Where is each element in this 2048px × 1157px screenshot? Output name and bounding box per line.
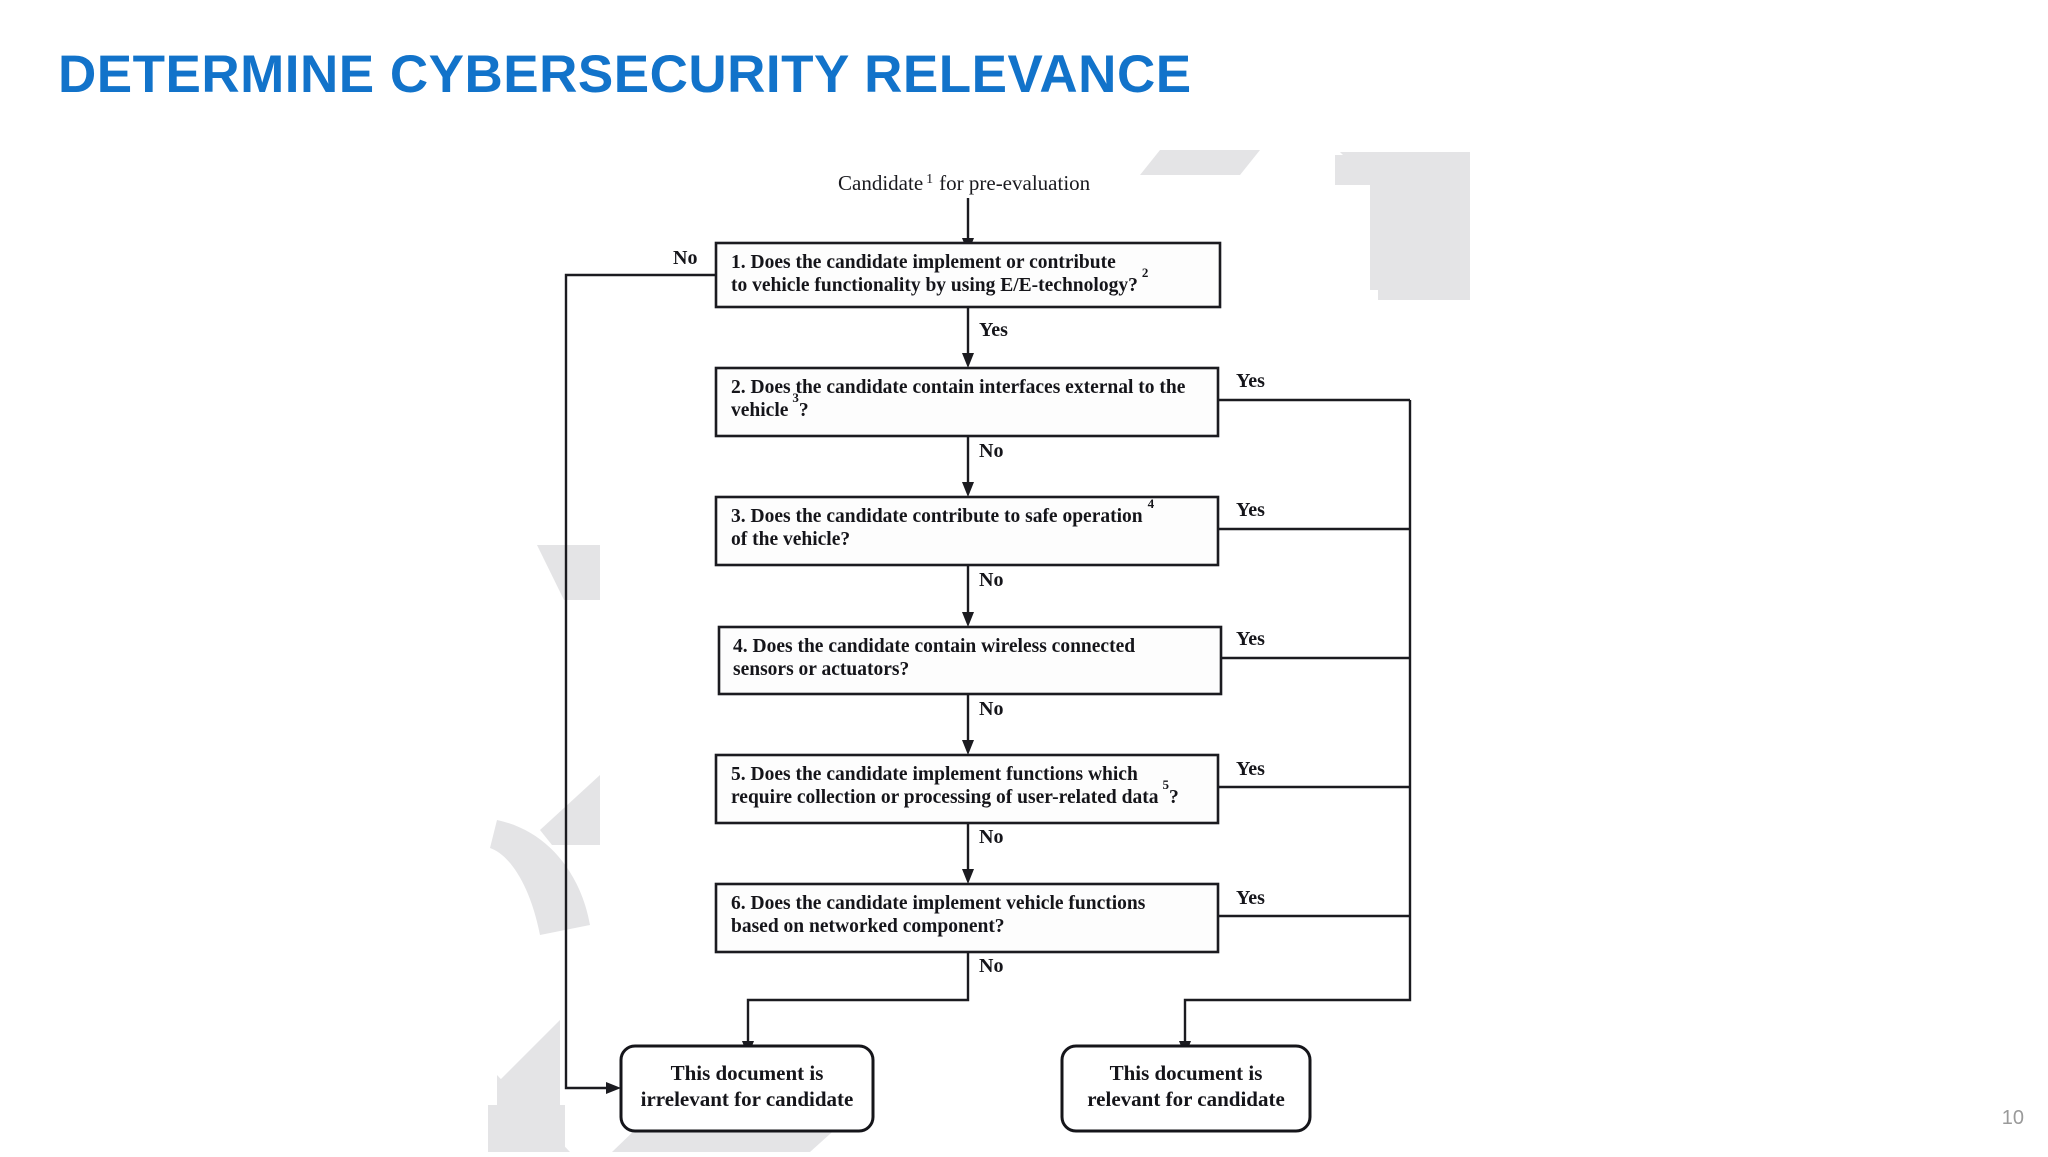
q6-line1: 6. Does the candidate implement vehicle … bbox=[731, 893, 1146, 914]
flowchart-node-q6[interactable]: 6. Does the candidate implement vehicle … bbox=[714, 882, 1220, 954]
arrowhead-q1-no-to-irrelevant bbox=[606, 1082, 621, 1094]
q1-superscript: 2 bbox=[1142, 265, 1149, 280]
q3-line2: of the vehicle? bbox=[731, 529, 850, 550]
q1-line2-text: to vehicle functionality by using E/E-te… bbox=[731, 275, 1138, 296]
start-label-text: Candidate bbox=[838, 171, 923, 195]
flowchart-node-q2[interactable]: 2. Does the candidate contain interfaces… bbox=[714, 366, 1220, 438]
q4-line2: sensors or actuators? bbox=[733, 659, 909, 680]
flowchart-node-q5[interactable]: 5. Does the candidate implement function… bbox=[714, 753, 1220, 825]
edge-label-q5-no: No bbox=[979, 826, 1003, 848]
q4-line1: 4. Does the candidate contain wireless c… bbox=[733, 636, 1135, 657]
relevant-line1: This document is bbox=[1110, 1061, 1263, 1085]
edge-label-q6-no: No bbox=[979, 955, 1003, 977]
q2-box[interactable] bbox=[714, 366, 1220, 438]
edge-label-q1-no: No bbox=[673, 247, 697, 269]
flowchart-node-q4[interactable]: 4. Does the candidate contain wireless c… bbox=[717, 625, 1223, 696]
q6-line2: based on networked component? bbox=[731, 916, 1005, 937]
q5-line2: require collection or processing of user… bbox=[731, 777, 1179, 809]
page-number: 10 bbox=[2001, 1107, 2024, 1129]
q4-box[interactable] bbox=[717, 625, 1223, 696]
edge-q1-no-to-irrelevant bbox=[564, 273, 716, 1090]
q2-line1: 2. Does the candidate contain interfaces… bbox=[731, 377, 1186, 398]
q2-superscript: 3 bbox=[792, 390, 799, 405]
arrowhead-q4-no-to-q5 bbox=[962, 740, 974, 755]
q3-box[interactable] bbox=[714, 495, 1220, 567]
q2-line2-tail: ? bbox=[799, 400, 809, 421]
irrelevant-line2: irrelevant for candidate bbox=[641, 1087, 854, 1111]
q1-line1: 1. Does the candidate implement or contr… bbox=[731, 252, 1116, 273]
edge-label-q3-yes: Yes bbox=[1236, 499, 1265, 521]
flowchart-node-relevant[interactable]: This document is relevant for candidate bbox=[1060, 1044, 1312, 1133]
q3-line1: 3. Does the candidate contribute to safe… bbox=[731, 496, 1155, 528]
edge-label-q4-no: No bbox=[979, 698, 1003, 720]
edge-label-q3-no: No bbox=[979, 569, 1003, 591]
q3-superscript: 4 bbox=[1148, 496, 1155, 511]
page-title: DETERMINE CYBERSECURITY RELEVANCE bbox=[58, 45, 1192, 104]
q5-superscript: 5 bbox=[1163, 777, 1170, 792]
start-label-superscript: 1 bbox=[926, 172, 933, 187]
start-label-tail: for pre-evaluation bbox=[939, 171, 1091, 195]
q1-line2: to vehicle functionality by using E/E-te… bbox=[731, 265, 1148, 297]
relevant-line2: relevant for candidate bbox=[1087, 1087, 1285, 1111]
edge-label-q4-yes: Yes bbox=[1236, 628, 1265, 650]
q6-box[interactable] bbox=[714, 882, 1220, 954]
edge-label-q5-yes: Yes bbox=[1236, 758, 1265, 780]
q3-line1-text: 3. Does the candidate contribute to safe… bbox=[731, 506, 1143, 527]
arrowhead-q1-yes-to-q2 bbox=[962, 353, 974, 368]
q1-box[interactable] bbox=[714, 241, 1222, 309]
q2-line2-text: vehicle bbox=[731, 400, 789, 421]
relevant-box[interactable] bbox=[1060, 1044, 1312, 1133]
flowchart-node-q3[interactable]: 3. Does the candidate contribute to safe… bbox=[714, 495, 1220, 567]
edge-label-q2-no: No bbox=[979, 440, 1003, 462]
irrelevant-line1: This document is bbox=[671, 1061, 824, 1085]
q5-line2-text: require collection or processing of user… bbox=[731, 787, 1159, 808]
edge-label-q1-yes: Yes bbox=[979, 319, 1008, 341]
flowchart-node-q1[interactable]: 1. Does the candidate implement or contr… bbox=[714, 241, 1222, 309]
edge-label-q2-yes: Yes bbox=[1236, 370, 1265, 392]
q2-line2: vehicle3? bbox=[731, 390, 809, 422]
edge-q6-no-to-irrelevant bbox=[746, 952, 970, 1044]
q5-line1: 5. Does the candidate implement function… bbox=[731, 764, 1138, 785]
edge-bus-to-relevant bbox=[1183, 400, 1412, 1044]
q5-line2-tail: ? bbox=[1169, 787, 1179, 808]
edge-label-q6-yes: Yes bbox=[1236, 887, 1265, 909]
flowchart-node-irrelevant[interactable]: This document is irrelevant for candidat… bbox=[619, 1044, 875, 1133]
q5-box[interactable] bbox=[714, 753, 1220, 825]
arrowhead-q5-no-to-q6 bbox=[962, 869, 974, 884]
arrowhead-q3-no-to-q4 bbox=[962, 612, 974, 627]
arrowhead-q2-no-to-q3 bbox=[962, 482, 974, 497]
